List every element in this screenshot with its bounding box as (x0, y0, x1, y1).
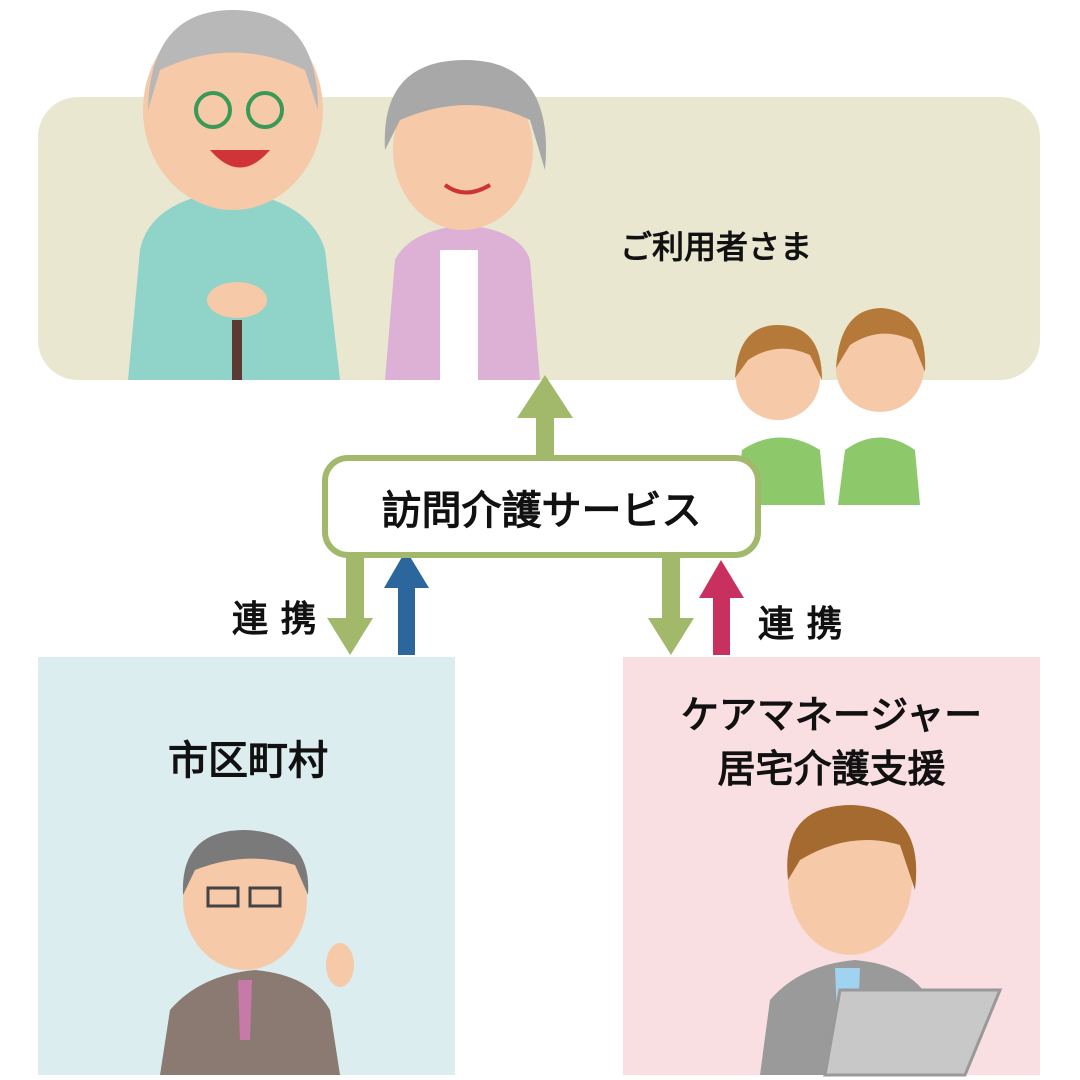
users-label: ご利用者さま (620, 228, 813, 266)
caregivers-illustration (735, 308, 926, 505)
service-label: 訪問介護サービス (381, 487, 702, 534)
care-manager-line2: 居宅介護支援 (717, 747, 946, 791)
arrow-down-to-care-manager (648, 548, 694, 655)
municipality-label: 市区町村 (168, 738, 328, 784)
link-label-left: 連 携 (232, 599, 317, 640)
arrow-up-from-municipality (384, 550, 429, 655)
arrow-down-to-municipality (327, 548, 373, 655)
care-manager-line1: ケアマネージャー (680, 693, 983, 737)
elderly-woman-illustration (384, 60, 546, 380)
elderly-man-illustration (128, 10, 340, 380)
service-box: 訪問介護サービス (322, 455, 761, 558)
care-manager-illustration (760, 805, 1003, 1077)
arrow-up-to-users (517, 375, 573, 460)
municipal-official-illustration (160, 830, 354, 1075)
link-label-right: 連 携 (758, 604, 843, 645)
arrow-up-from-care-manager (699, 560, 744, 655)
care-manager-label: ケアマネージャー 居宅介護支援 (623, 688, 1040, 796)
